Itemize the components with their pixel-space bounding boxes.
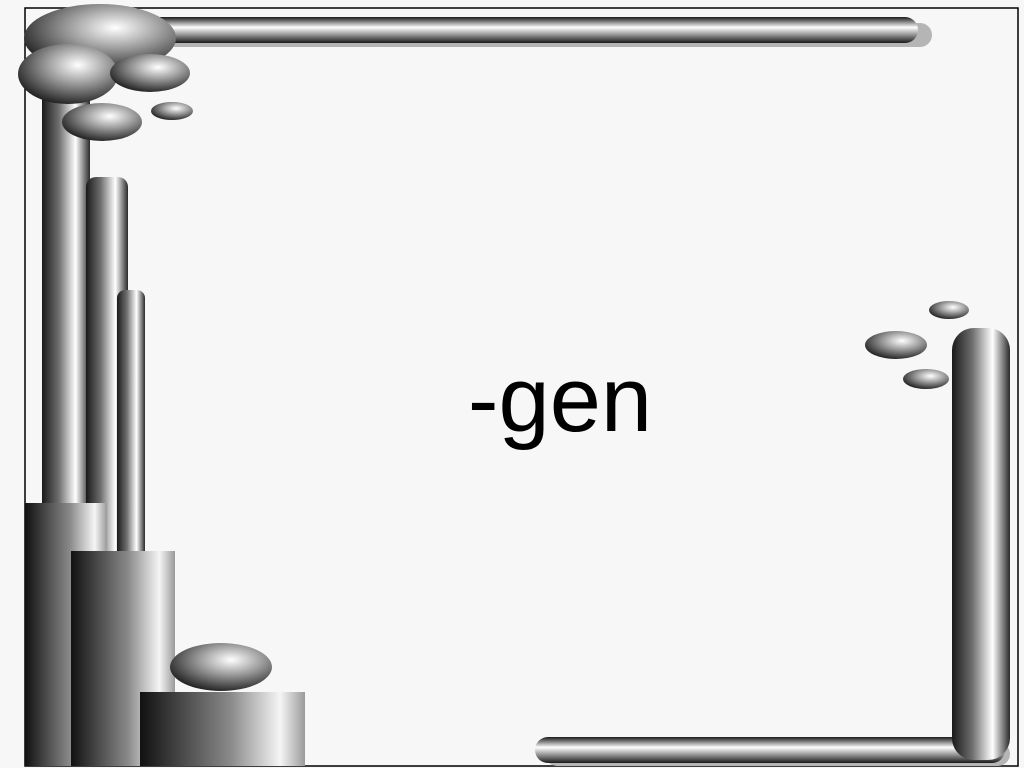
left-tube-3 — [117, 290, 145, 560]
bottom-bubble — [170, 643, 272, 691]
corner-bubble-mid — [110, 54, 190, 92]
corner-bubble-lower — [62, 103, 142, 141]
right-bubble-low — [903, 369, 949, 389]
right-bubble-mid — [865, 331, 927, 359]
bottom-tube — [535, 737, 1005, 763]
right-tube — [952, 328, 1010, 760]
bottom-block-3 — [140, 692, 305, 766]
corner-bubble-left — [18, 44, 118, 104]
right-bubble-top — [929, 301, 969, 319]
slide-title: -gen — [467, 349, 653, 451]
slide-border — [24, 7, 1019, 767]
top-tube — [140, 17, 918, 43]
corner-bubble-small — [151, 102, 193, 120]
